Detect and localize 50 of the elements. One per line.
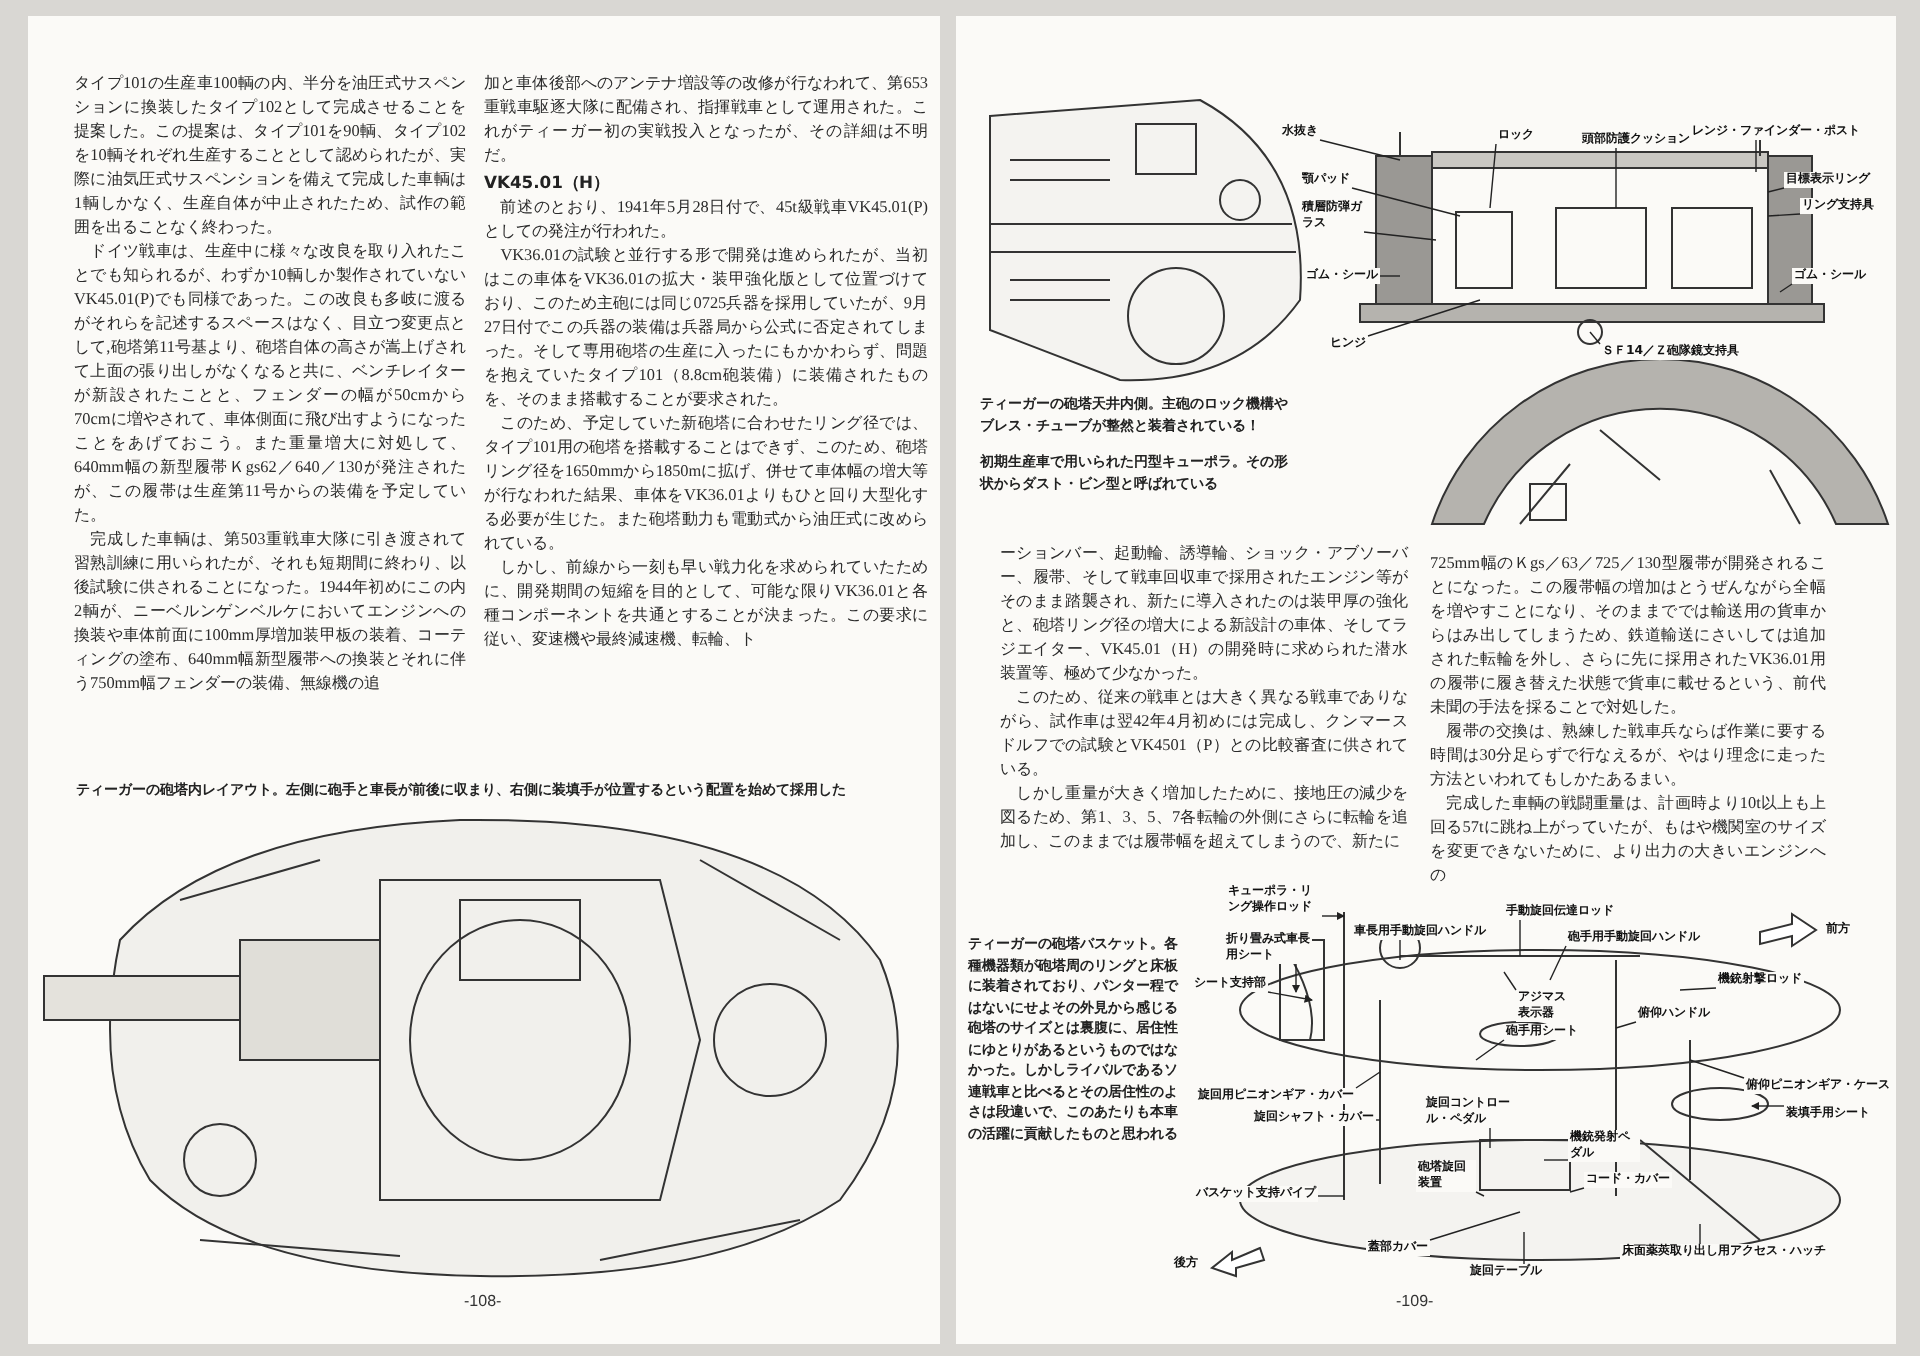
leader-line xyxy=(1475,1191,1485,1197)
leader-line xyxy=(1549,945,1567,981)
body-paragraph: しかし、前線から一刻も早い戦力化を求められていたために、開発期間の短縮を目的として、可能な限りVK36.01と各種コンポーネントを共通とすることが決まった。この要求に従い、変速機や最終減速機、転輪、ト xyxy=(484,556,928,652)
leader-line xyxy=(1351,187,1461,217)
body-paragraph: タイプ101の生産車100輌の内、半分を油圧式サスペンションに換装したタイプ102として完成させることを提案した。この提案は、タイプ101を90輌、タイプ102を10輌それぞれ生産することとして認められたが、実際に油気圧式サスペンションを備えて完成した車輌は1輌しかなく、生産自体が中止されたため、試作の範囲を出ることなく終わった。 xyxy=(74,72,466,240)
leader-line xyxy=(1379,275,1401,277)
body-paragraph: 加と車体後部へのアンテナ増設等の改修が行なわれて、第653重戦車駆逐大隊に配備され、指揮戦車として運用された。これがティーガー初の実戦投入となったが、その詳細は不明だ。 xyxy=(484,72,928,168)
leader-line xyxy=(1367,299,1481,337)
leader-line xyxy=(1779,283,1793,293)
leader-line xyxy=(1589,331,1601,345)
body-paragraph: 完成した車輌の戦闘重量は、計画時より10t以上も上回る57tに跳ね上がっていたが、もはや機関室のサイズを変更できないために、より出力の大きいエンジンへの xyxy=(1430,792,1826,888)
leader-line xyxy=(1489,143,1497,209)
body-paragraph: ドイツ戦車は、生産中に様々な改良を取り入れたことでも知られるが、わずか10輌しか製作されていないVK45.01(P)でも同様であった。この改良も多岐に渡るがそれらを記述するスペースはなく、目立つ変更点として,砲塔第11号基より、砲塔自体の高さが嵩上げされて上面の張り出しがなくなると共に、ベンチレイターが新設されたことと、フェンダーの幅が50cmから70cmに増やされて、車体側面に飛び出すようになったことをあげておこう。また重量増大に対処して、640mm幅の新型履帯Ｋgs62／640／130が発注されたが、この履帯は生産第11号からの装備を予定していた。 xyxy=(74,240,466,528)
leader-line xyxy=(1267,991,1314,1003)
page-number: -108- xyxy=(464,1292,502,1310)
leader-line xyxy=(1355,1071,1381,1089)
leader-line xyxy=(1755,139,1757,173)
leader-line xyxy=(1399,939,1401,961)
body-paragraph: 履帯の交換は、熟練した戦車兵ならば作業に要する時間は30分足らずで行なえるが、やはり理念に走った方法といわれてもしかたあるまい。 xyxy=(1430,720,1826,792)
leader-line xyxy=(1519,919,1521,957)
body-paragraph: しかし重量が大きく増加したために、接地圧の減少を図るため、第1、3、5、7各転輪の外側にさらに転輪を追加し、このままでは履帯幅を超えてしまうので、新たに xyxy=(1000,782,1408,854)
body-paragraph: 前述のとおり、1941年5月28日付で、45t級戦車VK45.01(P)としての発注が行われた。 xyxy=(484,196,928,244)
leader-line xyxy=(1523,1231,1525,1265)
leader-line xyxy=(1321,911,1346,921)
leader-line xyxy=(1543,1159,1569,1161)
leader-line xyxy=(1317,1195,1345,1197)
body-paragraph: 完成した車輌は、第503重戦車大隊に引き渡されて習熟訓練に用いられたが、それも短期間に終わり、以後試験に供されることになった。1944年初めにこの内2輌が、ニーベルンゲンベルケにおいてエンジンへの換装や車体前面に100mm厚増加装甲板の装着、コーティングの塗布、640mm幅新型履帯への換装とそれに伴う750mm幅フェンダーの装備、無線機の追 xyxy=(74,528,466,696)
leader-line xyxy=(1475,1039,1505,1061)
leader-line xyxy=(1615,1021,1637,1029)
leader-line xyxy=(1569,1187,1585,1193)
leader-line xyxy=(1503,971,1517,991)
leader-line xyxy=(1699,1223,1701,1245)
leader-line xyxy=(1319,139,1401,161)
body-paragraph: 725mm幅のＫgs／63／725／130型履帯が開発されることになった。この履帯幅の増加はとうぜんながら全幅を増やすことになり、そのままででは輸送用の貨車からはみ出してしまうため、鉄道輸送にさいしては追加された転輪を外し、さらに先に採用されたVK36.01用の履帯に履き替えた状態で貨車に載せるという、前代未聞の手法を採ることで対処した。 xyxy=(1430,552,1826,720)
leader-line xyxy=(1679,987,1717,991)
body-paragraph: このため、従来の戦車とは大きく異なる戦車でありながら、試作車は翌42年4月初めには完成し、クンマースドルフでの試験とVK4501（P）との比較審査に供されている。 xyxy=(1000,686,1408,782)
leader-line xyxy=(1291,963,1301,994)
leader-line xyxy=(1489,1127,1491,1149)
section-heading: VK45.01（H） xyxy=(484,170,611,194)
leader-line xyxy=(1363,231,1437,241)
body-paragraph: VK36.01の試験と並行する形で開発は進められたが、当初はこの車体をVK36.01の拡大・装甲強化版として位置づけており、このため主砲には同じ0725兵器を採用していたが、9月27日付でこの兵器の装備は兵器局から公式に否定されてしまった。そして専用砲塔の生産に入ったにもかかわらず、問題を抱えていたタイプ101（8.8cm砲装備）に装備されたものを、そのまま搭載することが要求された。 xyxy=(484,244,928,412)
leader-line xyxy=(1429,1211,1521,1241)
page-number: -109- xyxy=(1396,1292,1434,1310)
body-paragraph: ーションバー、起動輪、誘導輪、ショック・アブソーバー、履帯、そして戦車回収車で採用されたエンジン等がそのまま踏襲され、新たに導入されたのは装甲厚の強化と、砲塔リング径の増大による新設計の車体、そしてラジエイター、VK45.01（H）の開発時に求められた潜水装置等、極めて少なかった。 xyxy=(1000,542,1408,686)
body-paragraph: このため、予定していた新砲塔に合わせたリング径では、タイプ101用の砲塔を搭載することはできず、このため、砲塔リング径を1650mmから1850mに拡げ、併せて車体幅の増大等が行なわれた結果、車体をVK36.01よりもひと回り大型化する必要が生じた。また砲塔動力も電動式から油圧式に改められている。 xyxy=(484,412,928,556)
leader-line xyxy=(1767,187,1785,193)
leader-line xyxy=(1750,1101,1785,1111)
leader-line xyxy=(1615,147,1617,209)
leader-line xyxy=(1767,213,1801,217)
leader-line xyxy=(1689,1059,1745,1079)
